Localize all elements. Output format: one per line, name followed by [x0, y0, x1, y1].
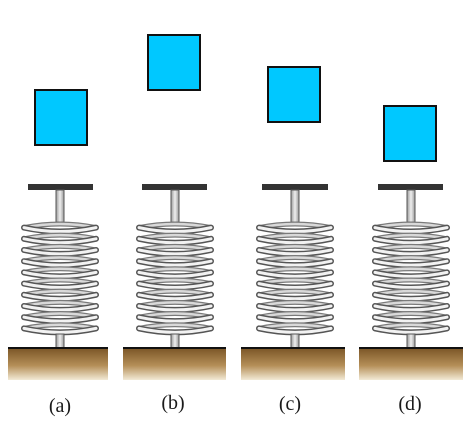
plate-c: [262, 184, 328, 190]
stem-bottom-c: [290, 333, 300, 349]
block-a: [34, 89, 88, 146]
block-d: [383, 105, 437, 162]
panel-c: (c): [241, 66, 345, 415]
spring-d: [372, 221, 450, 336]
stem-bottom-b: [170, 333, 180, 349]
panel-a: (a): [8, 89, 108, 417]
stem-top-d: [406, 189, 416, 223]
stem-top-b: [170, 189, 180, 223]
ground-b: [123, 348, 226, 380]
label-b: (b): [161, 392, 184, 414]
ground-d: [359, 348, 463, 380]
plate-b: [142, 184, 207, 190]
stem-bottom-a: [55, 333, 65, 349]
plate-d: [378, 184, 443, 190]
panel-b: (b): [123, 34, 226, 414]
plate-a: [28, 184, 93, 190]
spring-a: [21, 221, 99, 336]
block-b: [147, 34, 201, 91]
ground-c: [241, 348, 345, 380]
block-c: [267, 66, 321, 123]
label-a: (a): [49, 395, 71, 417]
stem-bottom-d: [406, 333, 416, 349]
label-c: (c): [279, 393, 301, 415]
stem-top-a: [55, 189, 65, 223]
spring-b: [136, 221, 214, 336]
ground-a: [8, 348, 108, 380]
label-d: (d): [398, 393, 421, 415]
spring-c: [256, 221, 334, 336]
stem-top-c: [290, 189, 300, 223]
panel-d: (d): [359, 105, 463, 415]
